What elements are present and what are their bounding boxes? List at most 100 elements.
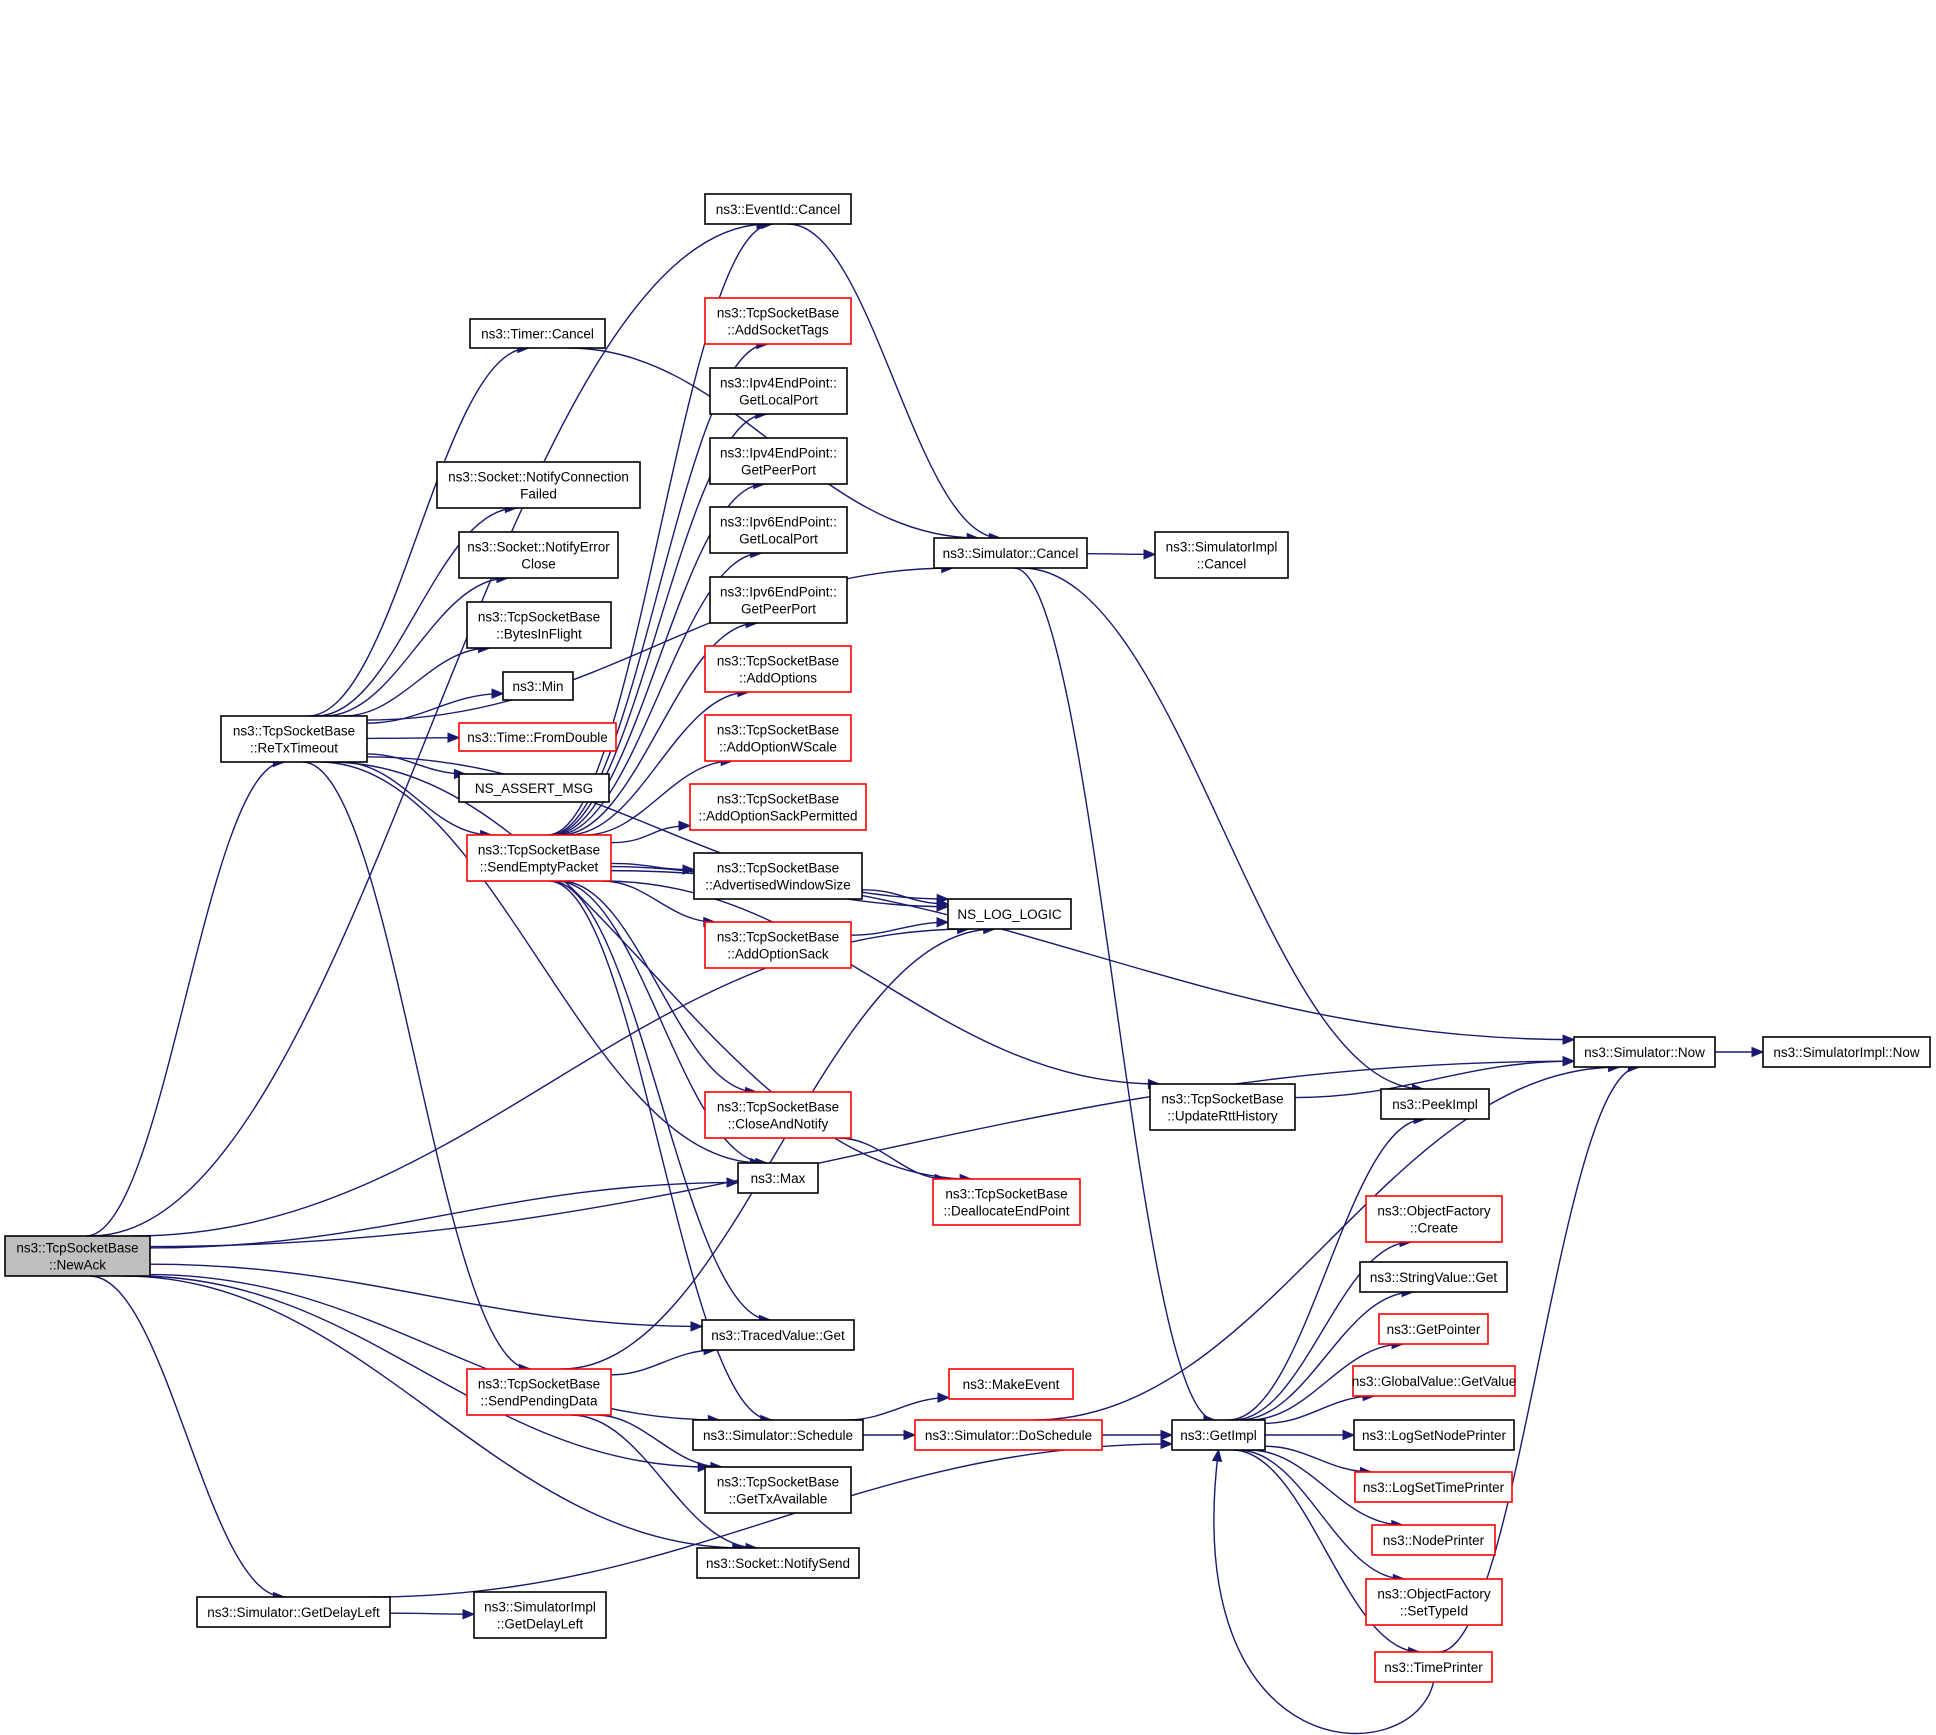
function-node-sendpending[interactable]: ns3::TcpSocketBase::SendPendingData (466, 1368, 612, 1416)
node-label-line: ns3::EventId::Cancel (716, 202, 841, 217)
function-node-notifysend[interactable]: ns3::Socket::NotifySend (696, 1547, 860, 1579)
call-edge-sendempty-to-advwin (610, 862, 696, 875)
node-box (1352, 1365, 1516, 1397)
arrowhead-icon (936, 898, 950, 910)
node-label-line: ns3::TcpSocketBase (1161, 1092, 1283, 1107)
call-edge-sendempty-to-addoptsackperm (610, 820, 692, 844)
call-edge-doschedule-to-getimpl (1102, 1429, 1174, 1441)
node-label-line: ns3::Ipv6EndPoint:: (720, 515, 837, 530)
call-edge-getimpl-to-ofsettypeid (1237, 1449, 1406, 1585)
function-node-fromdouble[interactable]: ns3::Time::FromDouble (458, 722, 617, 752)
node-box (436, 461, 641, 509)
arrowhead-icon (1160, 1429, 1174, 1441)
call-edge-retx-to-bytesinflight (343, 642, 491, 717)
function-node-addoptions[interactable]: ns3::TcpSocketBase::AddOptions (704, 645, 852, 693)
node-box (704, 1091, 852, 1139)
function-node-updatertt[interactable]: ns3::TcpSocketBase::UpdateRttHistory (1149, 1083, 1296, 1131)
arrowhead-icon (1160, 1438, 1174, 1450)
function-node-min[interactable]: ns3::Min (502, 671, 574, 701)
node-box (914, 1419, 1103, 1451)
function-node-getdelay[interactable]: ns3::Simulator::GetDelayLeft (196, 1596, 391, 1628)
function-node-ipv6local[interactable]: ns3::Ipv6EndPoint::GetLocalPort (709, 506, 848, 554)
node-box (196, 1596, 391, 1628)
node-label-line: ns3::TcpSocketBase (478, 1377, 600, 1392)
function-node-sendempty[interactable]: ns3::TcpSocketBase::SendEmptyPacket (466, 834, 612, 882)
arrowhead-icon (1562, 1034, 1576, 1045)
node-label-line: ::AddOptionWScale (719, 740, 837, 755)
function-node-nsassert[interactable]: NS_ASSERT_MSG (458, 773, 610, 803)
function-node-addoptsack[interactable]: ns3::TcpSocketBase::AddOptionSack (704, 921, 852, 969)
node-label-line: ns3::Ipv4EndPoint:: (720, 376, 837, 391)
node-label-line: ns3::NodePrinter (1383, 1533, 1485, 1548)
function-node-ipv4local[interactable]: ns3::Ipv4EndPoint::GetLocalPort (709, 367, 848, 415)
node-box (704, 193, 852, 225)
node-label-line: ns3::GetPointer (1387, 1322, 1481, 1337)
function-node-closeandnotify[interactable]: ns3::TcpSocketBase::CloseAndNotify (704, 1091, 852, 1139)
node-label-line: ns3::TcpSocketBase (717, 792, 839, 807)
call-edge-simcancel-to-peekimpl (1022, 567, 1425, 1095)
call-edge-getimpl-to-stringget (1238, 1286, 1415, 1421)
call-edge-newack-to-notifysend (123, 1275, 746, 1554)
node-label-line: GetLocalPort (739, 532, 818, 547)
function-node-stringget[interactable]: ns3::StringValue::Get (1359, 1261, 1508, 1293)
function-node-simcancel[interactable]: ns3::Simulator::Cancel (933, 537, 1088, 569)
node-label-line: ns3::TcpSocketBase (717, 306, 839, 321)
node-label-line: ns3::Simulator::Cancel (943, 546, 1079, 561)
function-node-eventcancel[interactable]: ns3::EventId::Cancel (704, 193, 852, 225)
function-node-tracedget[interactable]: ns3::TracedValue::Get (701, 1319, 855, 1351)
function-node-doschedule[interactable]: ns3::Simulator::DoSchedule (914, 1419, 1103, 1451)
call-edge-retx-to-timercancel (307, 342, 531, 717)
node-label-line: ns3::Simulator::DoSchedule (925, 1428, 1092, 1443)
arrowhead-icon (678, 820, 692, 832)
function-node-advwin[interactable]: ns3::TcpSocketBase::AdvertisedWindowSize (693, 852, 863, 900)
call-edge-newack-to-max (149, 1177, 740, 1249)
call-edge-simnow-to-simimplnow (1715, 1046, 1765, 1058)
node-box (1378, 1313, 1489, 1345)
function-node-simimplgetdelay[interactable]: ns3::SimulatorImpl::GetDelayLeft (473, 1591, 607, 1639)
function-node-schedule[interactable]: ns3::Simulator::Schedule (692, 1419, 864, 1451)
function-node-retx[interactable]: ns3::TcpSocketBase::ReTxTimeout (220, 715, 368, 763)
node-label-line: GetLocalPort (739, 393, 818, 408)
function-node-ipv6peer[interactable]: ns3::Ipv6EndPoint::GetPeerPort (709, 576, 848, 624)
function-node-peekimpl[interactable]: ns3::PeekImpl (1380, 1088, 1490, 1120)
node-label-line: ns3::TcpSocketBase (717, 930, 839, 945)
node-box (704, 714, 852, 762)
function-node-nslog[interactable]: NS_LOG_LOGIC (947, 898, 1072, 930)
function-node-bytesinflight[interactable]: ns3::TcpSocketBase::BytesInFlight (466, 601, 612, 649)
function-node-getpointer[interactable]: ns3::GetPointer (1378, 1313, 1489, 1345)
function-node-timercancel[interactable]: ns3::Timer::Cancel (469, 318, 606, 349)
function-node-ipv4peer[interactable]: ns3::Ipv4EndPoint::GetPeerPort (709, 437, 848, 485)
node-label-line: ns3::Simulator::Schedule (703, 1428, 853, 1443)
function-node-newack[interactable]: ns3::TcpSocketBase::NewAck (4, 1235, 151, 1277)
node-box (469, 318, 606, 349)
function-node-gvgetvalue[interactable]: ns3::GlobalValue::GetValue (1352, 1365, 1517, 1397)
node-label-line: ::CloseAndNotify (728, 1117, 829, 1132)
node-box (1380, 1088, 1490, 1120)
function-node-makeevent[interactable]: ns3::MakeEvent (948, 1368, 1074, 1400)
node-label-line: ns3::Max (751, 1171, 806, 1186)
function-node-simnow[interactable]: ns3::Simulator::Now (1573, 1036, 1716, 1068)
arrowhead-icon (491, 688, 505, 699)
function-node-addsockettags[interactable]: ns3::TcpSocketBase::AddSocketTags (704, 297, 852, 345)
function-node-addoptsackperm[interactable]: ns3::TcpSocketBase::AddOptionSackPermitt… (689, 783, 867, 831)
call-edge-sendpending-to-nslog (561, 923, 997, 1370)
function-node-ofcreate[interactable]: ns3::ObjectFactory::Create (1365, 1195, 1503, 1243)
function-node-dealloc[interactable]: ns3::TcpSocketBase::DeallocateEndPoint (932, 1178, 1081, 1226)
node-label-line: ::SendPendingData (480, 1394, 598, 1409)
function-node-getimpl[interactable]: ns3::GetImpl (1171, 1419, 1266, 1451)
function-node-simimplcancel[interactable]: ns3::SimulatorImpl::Cancel (1154, 531, 1289, 579)
function-node-addoptwscale[interactable]: ns3::TcpSocketBase::AddOptionWScale (704, 714, 852, 762)
function-node-max[interactable]: ns3::Max (737, 1162, 819, 1194)
node-label-line: ns3::SimulatorImpl (1166, 540, 1278, 555)
call-edge-sendempty-to-closeandnotify (560, 880, 758, 1098)
function-node-gettxavail[interactable]: ns3::TcpSocketBase::GetTxAvailable (704, 1466, 852, 1514)
function-node-ofsettypeid[interactable]: ns3::ObjectFactory::SetTypeId (1365, 1578, 1503, 1626)
function-node-timeprinter[interactable]: ns3::TimePrinter (1374, 1651, 1493, 1683)
function-node-nodeprinter[interactable]: ns3::NodePrinter (1371, 1524, 1496, 1556)
call-edges (85, 218, 1765, 1735)
function-node-simimplnow[interactable]: ns3::SimulatorImpl::Now (1762, 1036, 1931, 1068)
function-node-lognodeprinter[interactable]: ns3::LogSetNodePrinter (1353, 1419, 1515, 1451)
function-node-logtimeprinter[interactable]: ns3::LogSetTimePrinter (1354, 1471, 1513, 1503)
